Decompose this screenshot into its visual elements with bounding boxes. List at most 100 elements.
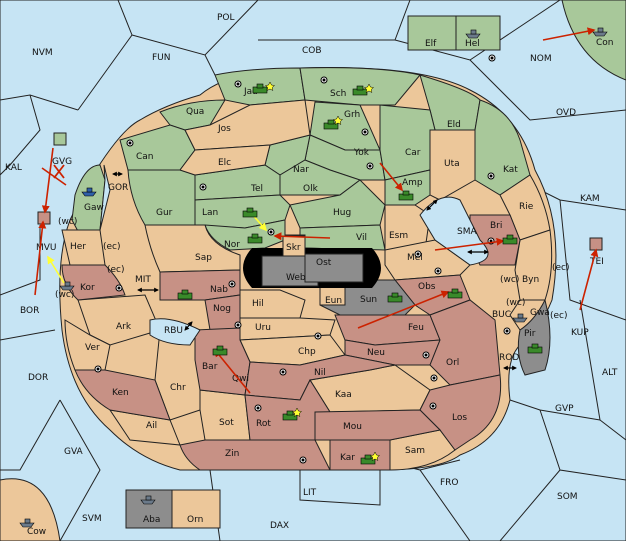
province-byn[interactable] [514,229,553,301]
label-alt: ALT [602,368,618,378]
label-coast-gaw-wc: (wc) [58,217,77,227]
label-sam: Sam [405,446,425,456]
province-orn[interactable] [171,489,221,529]
label-som: SOM [557,492,578,502]
tank-icon [323,119,339,130]
label-olk: Olk [303,184,319,194]
label-svm: SVM [82,514,102,524]
supply-center-icon [314,332,322,340]
province-car[interactable] [379,104,436,181]
province-mvu[interactable] [37,211,51,225]
province-tei[interactable] [589,237,603,251]
label-kaa: Kaa [335,390,352,400]
supply-center-icon [115,284,123,292]
support-arrow [47,255,65,284]
label-kup: KUP [571,328,589,338]
province-sap[interactable] [144,224,241,273]
supply-center-icon [234,321,242,329]
label-rie: Rie [519,202,534,212]
province-sun[interactable] [319,279,416,316]
label-gva: GVA [64,447,84,457]
province-esm[interactable] [384,204,431,251]
label-eun: Eun [325,296,342,306]
province-gvg[interactable] [53,132,67,146]
label-sma: SMA [457,227,477,237]
label-nor: Nor [224,240,240,250]
label-dax: DAX [270,521,289,531]
province-gur[interactable] [127,169,196,226]
tank-icon [242,207,258,218]
label-chp: Chp [298,347,316,357]
province-ark[interactable] [77,294,161,346]
label-fun: FUN [152,53,171,63]
label-neu: Neu [367,348,385,358]
star-marker-icon [369,451,381,461]
tank-icon [527,343,543,354]
tank-icon [502,234,518,245]
province-nab[interactable] [159,269,241,301]
order-arrow [357,290,450,329]
label-bri: Bri [490,221,502,231]
label-esm: Esm [389,231,408,241]
label-kal: KAL [5,163,22,173]
label-buc: BUC [492,310,511,320]
province-pir[interactable] [517,298,551,376]
province-hel[interactable] [455,15,501,51]
province-mou[interactable] [314,409,442,441]
order-arrows [34,27,599,394]
sea-labels: POL FUN COB NVM NOM OVD KAL KAM GOR MIT … [5,13,618,531]
label-her: Her [70,242,86,252]
province-kar[interactable] [329,439,391,471]
label-nom: NOM [530,54,552,64]
label-uta: Uta [444,159,460,169]
label-nar: Nar [293,165,309,175]
label-vil: Vil [356,233,367,243]
label-kat: Kat [503,165,518,175]
province-kor[interactable] [61,264,126,301]
province-elc[interactable] [179,144,271,176]
passage-arrows [112,171,517,371]
ship-icon [592,27,608,37]
label-ail: Ail [146,421,157,431]
order-arrow [34,220,47,296]
label-amp: Amp [402,178,423,188]
label-coast-kor-ec: (ec) [107,265,125,275]
label-hel: Hel [465,39,480,49]
label-kar: Kar [340,453,355,463]
tank-icon [282,410,298,421]
coast-labels: (wc) (ec) (ec) (wc) (wc) (ec) (wc) (ec) [55,217,570,321]
province-ken[interactable] [74,369,171,421]
supply-center-icon [126,139,134,147]
supply-center-icon [254,404,262,412]
label-tei: TEI [589,257,604,267]
ship-icon [140,495,156,505]
province-elf[interactable] [407,15,457,51]
dislodged-markers [264,81,381,461]
supply-center-icon [487,172,495,180]
tank-icon [177,289,193,300]
label-eld: Eld [447,120,461,130]
tank-icon [212,345,228,356]
province-ver[interactable] [64,319,111,371]
order-arrow [542,27,596,41]
label-hug: Hug [333,208,351,218]
label-lan: Lan [202,208,218,218]
label-coast-her-ec: (ec) [103,242,121,252]
label-bar: Bar [202,362,218,372]
province-los[interactable] [419,374,502,451]
supply-center-icon [234,80,242,88]
order-arrow [379,162,404,192]
fleet-units [19,27,608,528]
province-ost-shape[interactable] [304,253,364,283]
province-sot[interactable] [199,389,251,441]
label-kam: KAM [580,194,600,204]
label-pol: POL [217,13,235,23]
supply-center-icon [430,374,438,382]
label-jad: Jad [243,87,258,97]
label-jos: Jos [217,124,231,134]
province-amp[interactable] [384,169,431,206]
label-cow: Cow [27,527,46,537]
label-feu: Feu [408,323,424,333]
province-zin[interactable] [179,439,331,471]
